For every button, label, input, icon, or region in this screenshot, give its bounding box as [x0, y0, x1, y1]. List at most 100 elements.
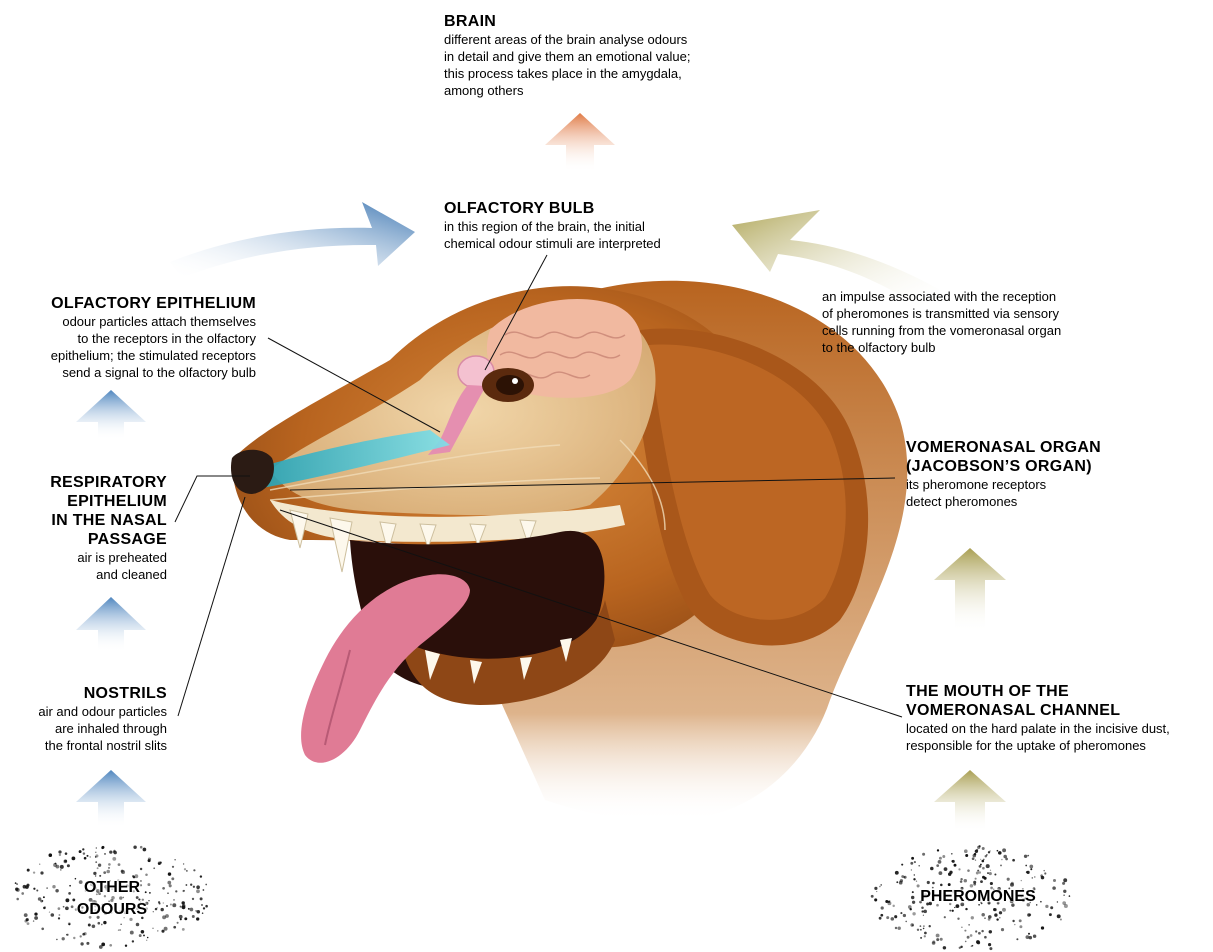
- particle-dot: [108, 867, 110, 869]
- particle-dot: [96, 847, 97, 848]
- particle-dot: [914, 861, 916, 863]
- particle-dot: [109, 850, 112, 853]
- particle-dot: [97, 867, 99, 869]
- particle-dot: [936, 938, 939, 941]
- particle-dot: [165, 914, 169, 918]
- particle-dot: [205, 884, 207, 886]
- particle-dot: [68, 922, 71, 925]
- particle-dot: [939, 857, 942, 860]
- particle-dot: [871, 895, 874, 898]
- particle-dot: [130, 931, 134, 935]
- nostrils-label: NOSTRILS air and odour particles are inh…: [10, 684, 167, 754]
- particle-dot: [168, 872, 171, 875]
- particle-dot: [33, 920, 34, 921]
- particle-dot: [1014, 924, 1015, 925]
- vomeronasal-channel-description: located on the hard palate in the incisi…: [906, 720, 1208, 754]
- particle-dot: [986, 854, 988, 856]
- particle-dot: [977, 941, 980, 944]
- particle-dot: [943, 946, 946, 949]
- particle-dot: [196, 889, 200, 893]
- particle-dot: [1029, 865, 1033, 869]
- particle-dot: [1026, 935, 1030, 939]
- olfactory-epithelium-label: OLFACTORY EPITHELIUM odour particles att…: [10, 294, 256, 381]
- particle-dot: [976, 872, 979, 875]
- olfactory-epithelium-description: odour particles attach themselves to the…: [10, 313, 256, 381]
- particle-dot: [59, 854, 61, 856]
- particle-dot: [153, 867, 155, 869]
- particle-dot: [979, 865, 982, 868]
- particle-dot: [905, 921, 907, 923]
- particle-dot: [923, 928, 925, 930]
- particle-dot: [929, 925, 931, 927]
- particle-dot: [143, 934, 145, 936]
- particle-dot: [920, 925, 922, 927]
- particle-dot: [1027, 855, 1029, 857]
- particle-dot: [923, 910, 927, 914]
- particle-dot: [978, 932, 981, 935]
- particle-dot: [41, 927, 44, 930]
- particle-dot: [921, 910, 923, 912]
- particle-dot: [895, 927, 897, 929]
- particle-dot: [1005, 858, 1008, 861]
- particle-dot: [180, 918, 182, 920]
- particle-dot: [34, 912, 37, 915]
- particle-dot: [998, 851, 1002, 855]
- particle-dot: [192, 915, 195, 918]
- particle-dot: [98, 864, 101, 867]
- particle-dot: [910, 908, 912, 910]
- particle-dot: [86, 942, 89, 945]
- brain-label: BRAIN different areas of the brain analy…: [444, 12, 764, 99]
- particle-dot: [917, 929, 919, 931]
- particle-dot: [43, 896, 45, 898]
- particle-dot: [166, 905, 168, 907]
- particle-dot: [980, 880, 983, 883]
- particle-dot: [179, 915, 183, 919]
- particle-dot: [900, 912, 902, 914]
- particle-dot: [957, 918, 959, 920]
- particle-dot: [24, 913, 28, 917]
- particle-dot: [201, 904, 203, 906]
- particle-dot: [911, 869, 912, 870]
- olfactory-bulb-title: OLFACTORY BULB: [444, 199, 734, 218]
- particle-dot: [967, 936, 970, 939]
- particle-dot: [901, 864, 903, 866]
- particle-dot: [188, 908, 190, 910]
- particle-dot: [27, 922, 30, 925]
- particle-dot: [959, 947, 961, 949]
- particle-dot: [986, 864, 990, 868]
- particle-dot: [185, 884, 187, 886]
- particle-dot: [162, 887, 165, 890]
- particle-dot: [968, 924, 969, 925]
- particle-dot: [133, 845, 136, 848]
- particle-dot: [1016, 938, 1018, 940]
- particle-dot: [874, 887, 877, 890]
- vomeronasal-channel-label: THE MOUTH OF THE VOMERONASAL CHANNEL loc…: [906, 682, 1208, 754]
- particle-dot: [1034, 876, 1035, 877]
- particle-dot: [80, 942, 83, 945]
- particle-dot: [980, 859, 981, 860]
- particle-dot: [965, 908, 967, 910]
- particle-dot: [984, 917, 986, 919]
- particle-dot: [974, 853, 977, 856]
- particle-dot: [936, 934, 940, 938]
- particle-dot: [121, 870, 125, 874]
- particle-dot: [170, 903, 172, 905]
- particle-dot: [988, 915, 992, 919]
- particle-dot: [60, 869, 62, 871]
- particle-dot: [1057, 914, 1061, 918]
- particle-dot: [879, 917, 882, 920]
- particle-dot: [196, 885, 200, 889]
- respiratory-epithelium-title-1: RESPIRATORY: [10, 473, 167, 492]
- particle-dot: [989, 872, 992, 875]
- particle-dot: [967, 869, 970, 872]
- particle-dot: [58, 850, 61, 853]
- particle-dot: [172, 866, 174, 868]
- particle-dot: [896, 881, 898, 883]
- particle-dot: [182, 904, 185, 907]
- particle-dot: [161, 930, 164, 933]
- particle-dot: [1012, 859, 1015, 862]
- particle-dot: [163, 902, 164, 903]
- particle-dot: [112, 857, 116, 861]
- particle-dot: [184, 917, 187, 920]
- particle-dot: [66, 934, 68, 936]
